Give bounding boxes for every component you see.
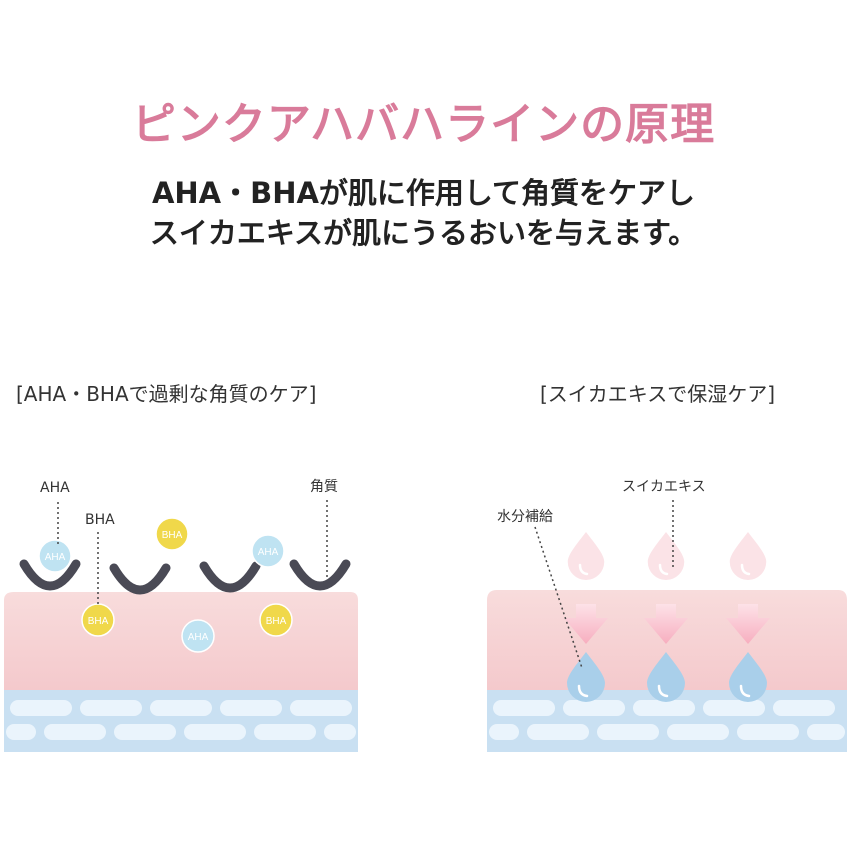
skin-cell	[667, 724, 729, 740]
bha-label: BHA	[85, 512, 115, 528]
keratin-group	[19, 559, 351, 595]
drop-highlight	[577, 684, 589, 698]
keratin-crescent	[19, 559, 81, 591]
moisture-drop	[729, 652, 767, 702]
left-panel-caption: [AHA・BHAで過剰な角質のケア]	[16, 382, 317, 406]
moisture-drops	[567, 652, 767, 702]
bha-bubble-text: BHA	[88, 616, 109, 627]
aha-bubble-text: AHA	[258, 547, 279, 558]
drop-highlight	[657, 684, 669, 698]
skin-cell	[563, 700, 625, 716]
bha-bubble	[259, 603, 293, 637]
keratin-label: 角質	[310, 479, 338, 495]
page-title: ピンクアハバハラインの原理	[131, 99, 716, 150]
skin-cell	[44, 724, 106, 740]
skin-cell	[489, 724, 519, 740]
drop-highlight	[578, 563, 589, 576]
bha-bubble	[155, 517, 189, 551]
aha-bubble	[181, 619, 215, 653]
skin-cell	[114, 724, 176, 740]
subtitle-line-2: スイカエキスが肌にうるおいを与えます。	[149, 216, 698, 250]
down-arrow	[726, 604, 770, 644]
aha-bubble-text: AHA	[45, 552, 66, 563]
skin-cell	[184, 724, 246, 740]
skin-cell	[220, 700, 282, 716]
skin-cell	[10, 700, 72, 716]
aha-bubble-text: AHA	[188, 632, 209, 643]
moisture-label: 水分補給	[497, 509, 553, 525]
keratin-crescent	[199, 561, 261, 593]
skin-cell	[737, 724, 799, 740]
extract-drop	[647, 532, 685, 580]
moisture-drop	[647, 652, 685, 702]
drop-highlight	[740, 563, 751, 576]
drop-highlight	[739, 684, 751, 698]
down-arrow	[564, 604, 608, 644]
subtitle-line-1: AHA・BHAが肌に作用して角質をケアし	[151, 176, 696, 210]
right-cells	[489, 700, 845, 740]
keratin-crescent	[109, 563, 171, 595]
skin-cell	[597, 724, 659, 740]
left-skin-layer	[4, 592, 358, 690]
down-arrow	[644, 604, 688, 644]
skin-cell	[150, 700, 212, 716]
skin-cell	[807, 724, 845, 740]
left-skin-diagram: AHA BHA AHA BHA AHA BHA	[4, 500, 358, 752]
down-arrows	[564, 604, 770, 644]
skin-cell	[493, 700, 555, 716]
keratin-crescent	[289, 559, 351, 591]
left-cell-layer	[4, 690, 358, 752]
right-skin-diagram	[487, 500, 847, 752]
bha-bubble-text: BHA	[162, 530, 183, 541]
left-cells	[6, 700, 356, 740]
aha-bubble	[38, 539, 72, 573]
moisture-drop	[567, 652, 605, 702]
extract-drops	[567, 532, 767, 581]
right-panel-caption: [スイカエキスで保湿ケア]	[540, 382, 776, 406]
extract-drop	[567, 532, 605, 580]
aha-bubble	[251, 534, 285, 568]
bha-bubble-text: BHA	[266, 616, 287, 627]
skin-cell	[290, 700, 352, 716]
skin-cell	[80, 700, 142, 716]
extract-drop	[729, 532, 767, 581]
skin-cell	[324, 724, 356, 740]
extract-label: スイカエキス	[622, 479, 706, 495]
skin-cell	[703, 700, 765, 716]
skin-cell	[6, 724, 36, 740]
skin-cell	[773, 700, 835, 716]
skin-cell	[527, 724, 589, 740]
drop-highlight	[658, 563, 669, 576]
skin-cell	[254, 724, 316, 740]
aha-label: AHA	[40, 480, 70, 496]
skin-cell	[633, 700, 695, 716]
